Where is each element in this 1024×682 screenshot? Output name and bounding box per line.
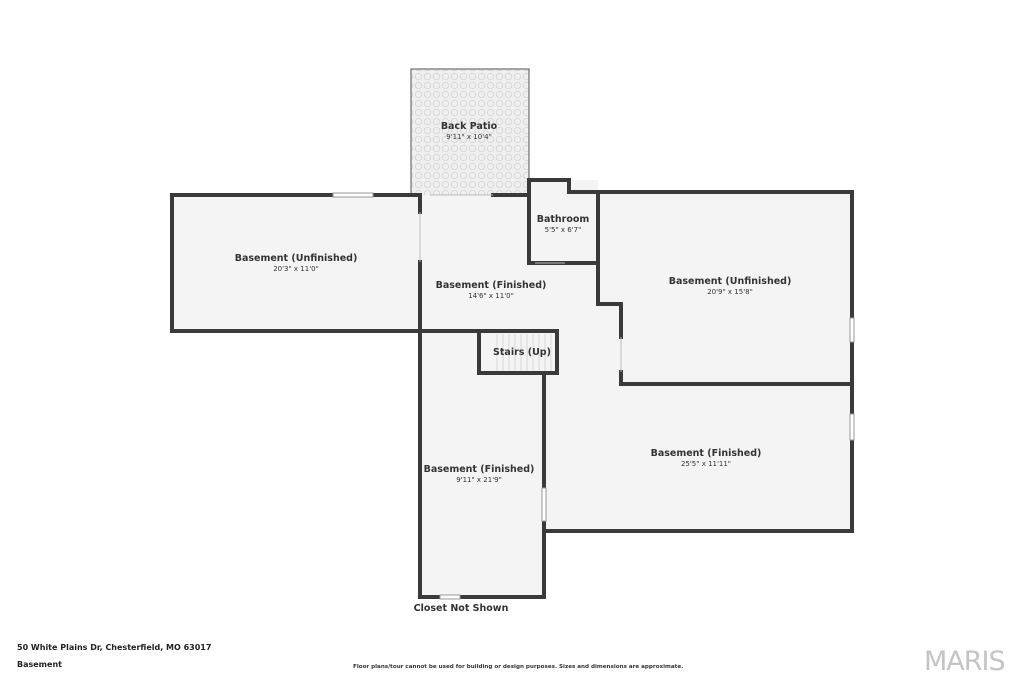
basement-finished-center-label: Basement (Finished)	[436, 280, 547, 291]
basement-finished-south-dims: 9'11" x 21'9"	[456, 476, 502, 484]
back-patio-dims: 9'11" x 10'4"	[446, 133, 492, 141]
floor-level-label: Basement	[17, 660, 62, 669]
maris-logo: MARIS	[924, 646, 1006, 677]
basement-finished-center-dims: 14'6" x 11'0"	[468, 292, 514, 300]
property-address: 50 White Plains Dr, Chesterfield, MO 630…	[17, 643, 212, 652]
door-gaps	[419, 194, 622, 372]
basement-finished-south-label: Basement (Finished)	[424, 464, 535, 475]
back-patio-label: Back Patio	[441, 121, 498, 132]
stairs-label: Stairs (Up)	[493, 347, 551, 358]
basement-finished-east-label: Basement (Finished)	[651, 448, 762, 459]
basement-finished-east-dims: 25'5" x 11'11"	[681, 460, 731, 468]
openings	[332, 192, 855, 600]
floor-areas	[172, 180, 852, 597]
basement-unfinished-east-label: Basement (Unfinished)	[669, 276, 792, 287]
closet-note: Closet Not Shown	[414, 603, 509, 614]
stairs-treads	[496, 334, 552, 373]
basement-unfinished-east-dims: 20'9" x 15'8"	[707, 288, 753, 296]
disclaimer-text: Floor plans/tour cannot be used for buil…	[353, 664, 684, 670]
back-patio-area	[410, 68, 530, 197]
bathroom-dims: 5'5" x 6'7"	[545, 226, 582, 234]
basement-unfinished-west-label: Basement (Unfinished)	[235, 253, 358, 264]
basement-unfinished-west-dims: 20'3" x 11'0"	[273, 265, 319, 273]
bathroom-label: Bathroom	[537, 214, 590, 225]
